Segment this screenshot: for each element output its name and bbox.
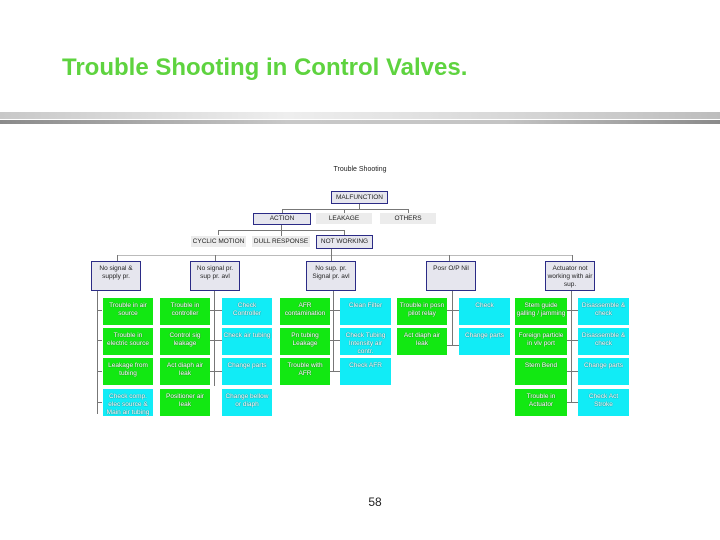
connector bbox=[452, 291, 453, 346]
connector bbox=[449, 255, 450, 261]
connector bbox=[97, 291, 98, 414]
cause-box: Foreign particle in vlv port bbox=[515, 328, 567, 355]
remedy-box: Check air tubing bbox=[222, 328, 272, 355]
remedy-box: Change parts bbox=[222, 358, 272, 385]
connector bbox=[117, 255, 572, 256]
node-no-signal-supply: No signal & supply pr. bbox=[91, 261, 141, 291]
divider-rule-shadow bbox=[0, 120, 720, 124]
connector bbox=[97, 310, 102, 311]
connector bbox=[572, 255, 573, 261]
connector bbox=[215, 255, 216, 261]
node-leakage: LEAKAGE bbox=[316, 213, 372, 224]
connector bbox=[210, 310, 222, 311]
connector bbox=[447, 345, 459, 346]
cause-box: Leakage from tubing bbox=[103, 358, 153, 385]
divider-rule bbox=[0, 112, 720, 119]
cause-box: Pn tubing Leakage bbox=[280, 328, 330, 355]
connector bbox=[408, 209, 409, 213]
cause-box: Stem guide galling / jamming bbox=[515, 298, 567, 325]
connector bbox=[567, 371, 578, 372]
remedy-box: Check bbox=[459, 298, 510, 325]
remedy-box: Change parts bbox=[578, 358, 629, 385]
cause-box: Control sig leakage bbox=[160, 328, 210, 355]
connector bbox=[218, 230, 219, 235]
cause-box: Trouble in Actuator bbox=[515, 389, 567, 416]
diagram-title: Trouble Shooting bbox=[333, 166, 387, 173]
cause-box: Trouble in electric source bbox=[103, 328, 153, 355]
slide-title: Trouble Shooting in Control Valves. bbox=[62, 54, 468, 81]
connector bbox=[97, 371, 102, 372]
node-malfunction: MALFUNCTION bbox=[331, 191, 388, 204]
remedy-box: Check AFR bbox=[340, 358, 391, 385]
connector bbox=[331, 255, 332, 261]
connector bbox=[97, 402, 102, 403]
connector bbox=[210, 340, 222, 341]
node-dull-response: DULL RESPONSE bbox=[252, 236, 310, 247]
remedy-box: Disassemble & check bbox=[578, 298, 629, 325]
node-not-working: NOT WORKING bbox=[316, 235, 373, 249]
cause-box: Positioner air leak bbox=[160, 389, 210, 416]
connector bbox=[344, 209, 345, 213]
cause-box: AFR contamination bbox=[280, 298, 330, 325]
connector bbox=[567, 310, 578, 311]
connector bbox=[330, 340, 340, 341]
remedy-box: Check Tubing Intensity air contr. bbox=[340, 328, 391, 355]
remedy-box: Change parts bbox=[459, 328, 510, 355]
connector bbox=[344, 230, 345, 235]
remedy-box: Check comp. elec source & Main air tubin… bbox=[103, 389, 153, 416]
node-actuator-not-working: Actuator not working with air sup. bbox=[545, 261, 595, 291]
remedy-box: Check Controller bbox=[222, 298, 272, 325]
connector bbox=[447, 310, 459, 311]
connector bbox=[567, 402, 578, 403]
node-posr-op-nil: Posr O/P Nil bbox=[426, 261, 476, 291]
connector bbox=[330, 310, 340, 311]
connector bbox=[282, 209, 283, 213]
remedy-box: Change bellow or diaph bbox=[222, 389, 272, 416]
cause-box: Trouble in controller bbox=[160, 298, 210, 325]
cause-box: Trouble with AFR bbox=[280, 358, 330, 385]
connector bbox=[330, 371, 340, 372]
connector bbox=[218, 230, 345, 231]
connector bbox=[97, 340, 102, 341]
remedy-box: Check Act Stroke bbox=[578, 389, 629, 416]
cause-box: Stem Bend bbox=[515, 358, 567, 385]
connector bbox=[214, 291, 215, 386]
cause-box: Act diaph air leak bbox=[397, 328, 447, 355]
cause-box: Act diaph air leak bbox=[160, 358, 210, 385]
cause-box: Trouble in posn pilot relay bbox=[397, 298, 447, 325]
node-action: ACTION bbox=[253, 213, 311, 225]
node-no-signal-sup-avl: No signal pr. sup pr. avl bbox=[190, 261, 240, 291]
node-others: OTHERS bbox=[380, 213, 436, 224]
node-no-sup-signal-avl: No sup. pr. Signal pr. avl bbox=[306, 261, 356, 291]
connector bbox=[331, 249, 332, 255]
connector bbox=[210, 371, 222, 372]
connector bbox=[282, 209, 409, 210]
connector bbox=[567, 340, 578, 341]
page-number: 58 bbox=[368, 495, 382, 509]
connector bbox=[333, 291, 334, 371]
connector bbox=[571, 291, 572, 402]
connector bbox=[359, 204, 360, 209]
node-cyclic-motion: CYCLIC MOTION bbox=[191, 236, 246, 247]
cause-box: Trouble in air source bbox=[103, 298, 153, 325]
connector bbox=[117, 255, 118, 261]
remedy-box: Clean Filter bbox=[340, 298, 391, 325]
remedy-box: Disassemble & check bbox=[578, 328, 629, 355]
